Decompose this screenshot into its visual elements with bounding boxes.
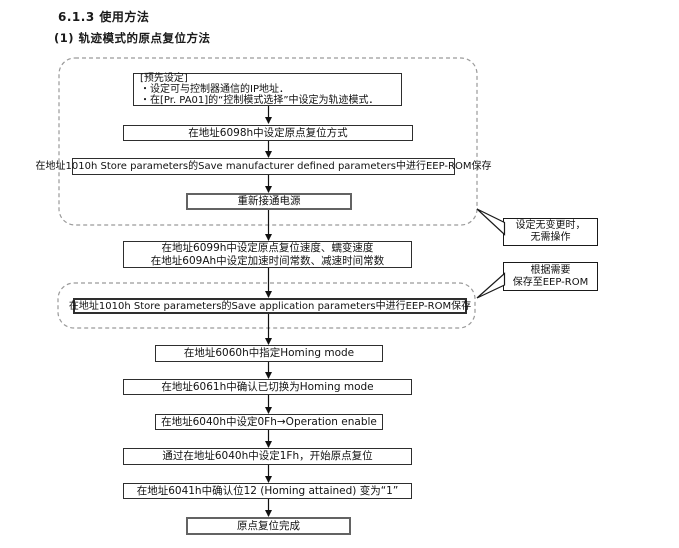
flow-step-label: 在地址1010h Store parameters的Save applicati… (68, 300, 472, 312)
callout-save-as-needed: 根据需要 保存至EEP-ROM (503, 262, 598, 291)
callout-tail-save-eep (476, 272, 506, 299)
flow-step-label: 在地址6099h中设定原点复位速度、蠕变速度 (161, 241, 374, 254)
flow-step-start-homing: 通过在地址6040h中设定1Fh，开始原点复位 (123, 448, 412, 465)
callout-line: 无需操作 (530, 232, 571, 243)
flow-step-set-homing-method: 在地址6098h中设定原点复位方式 (123, 125, 413, 141)
flow-step-power-cycle: 重新接通电源 (186, 193, 352, 210)
flow-step-eeprom-save-manufacturer: 在地址1010h Store parameters的Save manufactu… (36, 158, 491, 175)
flow-step-specify-homing-mode: 在地址6060h中指定Homing mode (155, 345, 383, 362)
flow-step-label: 在地址6060h中指定Homing mode (183, 347, 355, 359)
flow-step-label: 在地址609Ah中设定加速时间常数、减速时间常数 (150, 254, 385, 267)
flow-step-label: 在地址6040h中设定0Fh→Operation enable (161, 415, 377, 428)
flow-step-homing-complete: 原点复位完成 (186, 517, 351, 535)
flow-step-confirm-homing-mode: 在地址6061h中确认已切换为Homing mode (123, 379, 412, 395)
callout-line: 设定无变更时， (515, 220, 586, 231)
flow-step-confirm-homing-attained: 在地址6041h中确认位12 (Homing attained) 变为“1” (123, 483, 412, 499)
flow-step-label: 在地址6041h中确认位12 (Homing attained) 变为“1” (136, 484, 399, 497)
flow-step-label: 在地址1010h Store parameters的Save manufactu… (35, 161, 492, 172)
flow-step-label: 在地址6098h中设定原点复位方式 (188, 126, 348, 139)
callout-tail-no-change (476, 208, 506, 236)
flow-step-label: 原点复位完成 (237, 519, 300, 532)
callout-line: 保存至EEP-ROM (512, 276, 589, 288)
callout-no-change-needed: 设定无变更时， 无需操作 (503, 218, 598, 246)
preset-settings-box: [预先设定] ・设定可与控制器通信的IP地址． ・在[Pr. PA01]的“控制… (133, 73, 402, 106)
section-heading: 6.1.3 使用方法 (58, 10, 150, 24)
flow-step-label: 重新接通电源 (237, 195, 301, 207)
sub-heading: (1) 轨迹模式的原点复位方法 (54, 31, 211, 45)
flow-step-label: 在地址6061h中确认已切换为Homing mode (161, 380, 374, 393)
flow-step-label: 通过在地址6040h中设定1Fh，开始原点复位 (162, 450, 373, 462)
preset-line: ・在[Pr. PA01]的“控制模式选择”中设定为轨迹模式． (140, 95, 379, 106)
callout-line: 根据需要 (530, 264, 571, 276)
preset-line: ・设定可与控制器通信的IP地址． (140, 84, 289, 95)
flow-step-operation-enable: 在地址6040h中设定0Fh→Operation enable (155, 414, 383, 430)
flow-step-set-speeds: 在地址6099h中设定原点复位速度、蠕变速度 在地址609Ah中设定加速时间常数… (123, 241, 412, 268)
preset-line: [预先设定] (140, 73, 188, 84)
flow-step-eeprom-save-application: 在地址1010h Store parameters的Save applicati… (69, 298, 471, 314)
